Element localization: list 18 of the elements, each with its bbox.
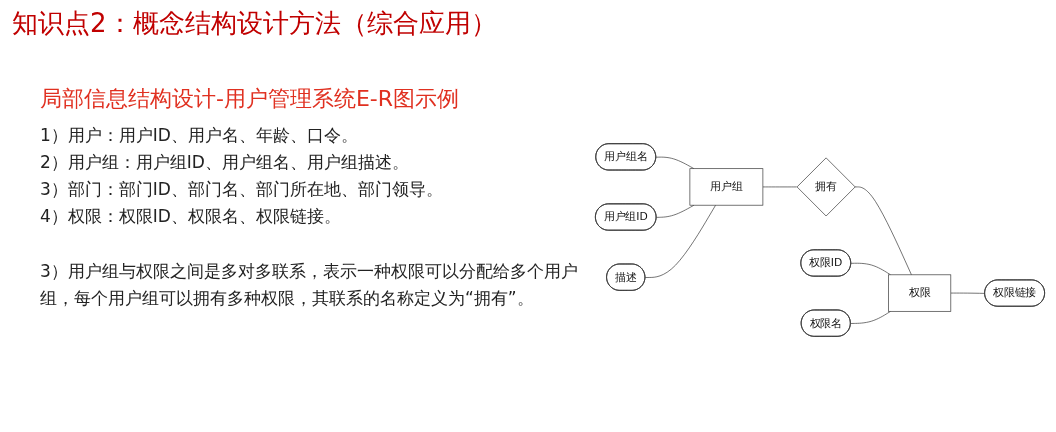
- node-box: 权限: [888, 274, 952, 312]
- list-item: 3）部门：部门ID、部门名、部门所在地、部门领导。: [40, 178, 444, 201]
- connector: [762, 186, 798, 188]
- connector: [644, 204, 716, 278]
- connector: [854, 186, 912, 276]
- title: 知识点2：概念结构设计方法（综合应用）: [12, 7, 497, 40]
- list-item: 1）用户：用户ID、用户名、年龄、口令。: [40, 124, 359, 147]
- node-box: 用户组: [689, 168, 764, 206]
- list-item: 2）用户组：用户组ID、用户组名、用户组描述。: [40, 151, 410, 174]
- connector: [655, 156, 695, 170]
- note-paragraph: 3）用户组与权限之间是多对多联系，表示一种权限可以分配给多个用户组，每个用户组可以拥有多种权限，其联系的名称定义为“拥有”。: [40, 260, 579, 311]
- connector: [950, 292, 986, 294]
- connector: [656, 204, 695, 218]
- node-diamond: 拥有: [796, 157, 856, 217]
- connector: [850, 262, 891, 276]
- subtitle: 局部信息结构设计-用户管理系统E-R图示例: [40, 85, 461, 113]
- list-item: 4）权限：权限ID、权限名、权限链接。: [40, 205, 342, 228]
- connector: [850, 310, 891, 324]
